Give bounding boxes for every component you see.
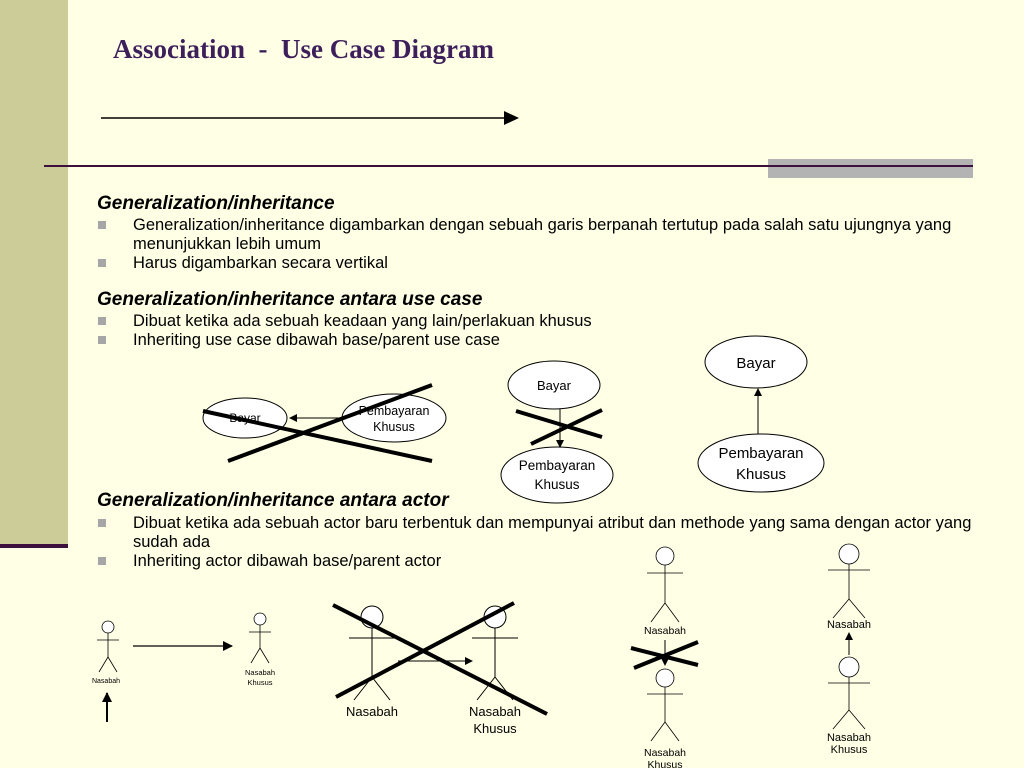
usecase-pembayaran-khusus bbox=[341, 393, 447, 443]
usecase-bayar bbox=[202, 397, 288, 439]
bullet-square-icon bbox=[98, 221, 106, 229]
cross-out-line bbox=[335, 601, 515, 699]
bullet-list-generalization: Generalization/inheritance digambarkan d… bbox=[97, 216, 997, 273]
bullet-item: Harus digambarkan secara vertikal bbox=[97, 254, 997, 273]
title-rule-accent bbox=[768, 159, 973, 178]
title-rule bbox=[44, 165, 768, 167]
actor-example-horizontal-wrong: Nasabah Nasabah Khusus bbox=[332, 601, 548, 736]
actor-nasabah-label: Nasabah bbox=[346, 704, 398, 719]
usecase-example-downward-wrong: Bayar Pembayaran Khusus bbox=[500, 360, 614, 504]
actor-child-label-2: Khusus bbox=[647, 759, 682, 768]
cross-out-line bbox=[227, 383, 433, 463]
usecase-pembayaran-khusus bbox=[500, 446, 614, 504]
usecase-bayar-label: Bayar bbox=[229, 411, 260, 425]
slide-title: Association - Use Case Diagram bbox=[113, 34, 494, 64]
actor-child-label-2: Khusus bbox=[831, 744, 868, 756]
usecase-child-label-1: Pembayaran bbox=[359, 404, 430, 418]
section-heading-usecase: Generalization/inheritance antara use ca… bbox=[97, 289, 483, 310]
usecase-example-vertical-correct: Bayar Pembayaran Khusus bbox=[697, 335, 825, 493]
bullet-item: Dibuat ketika ada sebuah actor baru terb… bbox=[97, 514, 987, 552]
bullet-item: Dibuat ketika ada sebuah keadaan yang la… bbox=[97, 312, 997, 331]
bullet-item: Inheriting use case dibawah base/parent … bbox=[97, 331, 997, 350]
actor-child-label-1: Nasabah bbox=[245, 668, 275, 677]
bullet-list-usecase: Dibuat ketika ada sebuah keadaan yang la… bbox=[97, 312, 997, 350]
actor-child-label-2: Khusus bbox=[247, 678, 272, 687]
cross-out-line bbox=[332, 603, 548, 716]
usecase-child-label-1: Pembayaran bbox=[718, 445, 803, 462]
bullet-text: Generalization/inheritance digambarkan d… bbox=[133, 216, 952, 253]
bullet-square-icon bbox=[98, 336, 106, 344]
usecase-child-label-1: Pembayaran bbox=[519, 458, 596, 473]
cross-out-line bbox=[515, 409, 603, 439]
bullet-square-icon bbox=[98, 557, 106, 565]
bullet-text: Inheriting actor dibawah base/parent act… bbox=[133, 552, 442, 570]
section-heading-actor: Generalization/inheritance antara actor bbox=[97, 490, 449, 511]
cross-out-line bbox=[202, 409, 433, 463]
section-heading-generalization: Generalization/inheritance bbox=[97, 193, 335, 214]
bullet-item: Inheriting actor dibawah base/parent act… bbox=[97, 552, 987, 571]
cross-out-line bbox=[630, 646, 699, 667]
actor-nasabah-khusus-icon bbox=[249, 612, 271, 664]
usecase-pembayaran-khusus bbox=[697, 433, 825, 493]
actor-nasabah-icon bbox=[97, 620, 119, 673]
actor-child-label-1: Nasabah bbox=[644, 747, 686, 759]
actor-child-label-1: Nasabah bbox=[469, 704, 521, 719]
bullet-square-icon bbox=[98, 519, 106, 527]
actor-example-downward-wrong: Nasabah Nasabah Khusus bbox=[630, 546, 699, 768]
actor-nasabah-icon bbox=[349, 605, 395, 701]
actor-nasabah-label: Nasabah bbox=[827, 619, 871, 631]
cross-out-line bbox=[633, 640, 699, 670]
usecase-example-horizontal-wrong: Bayar Pembayaran Khusus bbox=[202, 383, 447, 463]
usecase-bayar-label: Bayar bbox=[537, 378, 572, 393]
actor-example-vertical-correct: Nasabah Nasabah Khusus bbox=[827, 543, 871, 756]
actor-child-label-1: Nasabah bbox=[827, 732, 871, 744]
bullet-text: Inheriting use case dibawah base/parent … bbox=[133, 331, 500, 349]
cross-out-line bbox=[530, 408, 603, 446]
usecase-child-label-2: Khusus bbox=[736, 466, 786, 483]
title-arrow bbox=[101, 111, 519, 125]
actor-example-small-pair: Nasabah Nasabah Khusus bbox=[92, 612, 275, 722]
sidebar-divider bbox=[0, 544, 68, 548]
actor-nasabah-label: Nasabah bbox=[644, 625, 686, 637]
actor-nasabah-khusus-icon bbox=[828, 656, 870, 730]
bullet-text: Dibuat ketika ada sebuah keadaan yang la… bbox=[133, 312, 592, 330]
actor-child-label-2: Khusus bbox=[473, 721, 517, 736]
actor-nasabah-label: Nasabah bbox=[92, 678, 120, 685]
usecase-bayar bbox=[507, 360, 601, 410]
bullet-square-icon bbox=[98, 259, 106, 267]
bullet-item: Generalization/inheritance digambarkan d… bbox=[97, 216, 997, 254]
usecase-bayar-label: Bayar bbox=[736, 355, 775, 372]
bullet-text: Harus digambarkan secara vertikal bbox=[133, 254, 388, 272]
bullet-text: Dibuat ketika ada sebuah actor baru terb… bbox=[133, 514, 972, 551]
usecase-child-label-2: Khusus bbox=[373, 420, 415, 434]
actor-nasabah-khusus-icon bbox=[647, 668, 683, 742]
actor-nasabah-khusus-icon bbox=[472, 605, 518, 701]
usecase-child-label-2: Khusus bbox=[534, 477, 579, 492]
sidebar-band bbox=[0, 0, 68, 546]
bullet-list-actor: Dibuat ketika ada sebuah actor baru terb… bbox=[97, 514, 987, 571]
bullet-square-icon bbox=[98, 317, 106, 325]
